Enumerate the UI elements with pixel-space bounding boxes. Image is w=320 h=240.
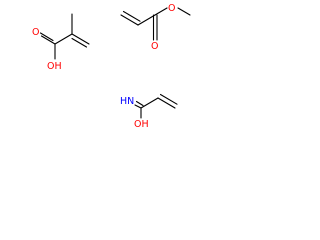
atom-label-carbonyl-o: O — [151, 41, 158, 52]
atom-label-ester-o: O — [168, 3, 175, 14]
bond-c-o — [40, 35, 56, 45]
bond-c-ch — [140, 97, 159, 109]
atom-label-imine: HN — [120, 96, 134, 107]
atom-label-carbonyl-o: O — [32, 27, 39, 38]
bond-ch2-ch — [120, 14, 139, 26]
bond-c-oester — [154, 7, 168, 16]
bond-ch-ch2 — [157, 97, 176, 109]
atom-label-hydroxyl: OH — [47, 61, 62, 72]
bond-oester-ch3 — [177, 7, 191, 16]
bond-ch-c — [137, 14, 156, 26]
bond-c-o-double — [39, 32, 54, 42]
bond-c-ch2 — [71, 33, 90, 45]
bond-ch2-ch-double — [122, 10, 141, 22]
atom-label-hydroxyl: OH — [134, 119, 149, 130]
bond-ch-ch2-double — [159, 93, 178, 105]
molecule-acrylamide: HN OH — [120, 93, 178, 130]
structure-canvas: O OH O O HN OH — [32, 3, 191, 130]
bond-hn-c — [134, 104, 142, 109]
bond-hn-c-double — [135, 100, 144, 107]
molecule-methacrylic-acid: O OH — [32, 13, 90, 72]
molecule-methyl-acrylate: O O — [120, 3, 191, 52]
bond-c-ch2-double — [71, 37, 88, 48]
bond-c-cooh — [54, 33, 73, 45]
